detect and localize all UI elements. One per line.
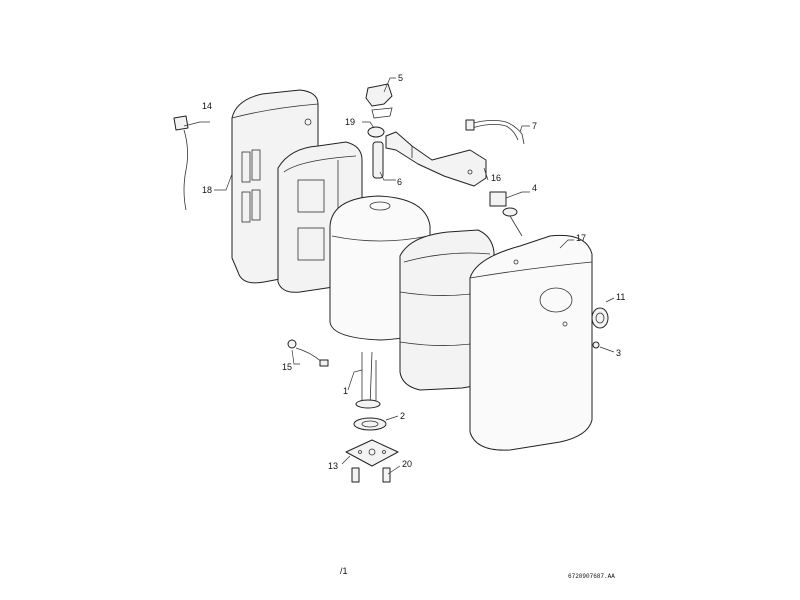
callout-17: 17 (576, 233, 586, 243)
callout-20: 20 (402, 459, 412, 469)
thermostat-unit (489, 191, 523, 237)
page-mark: /1 (340, 566, 348, 576)
callout-4: 4 (532, 183, 537, 193)
callout-14: 14 (202, 101, 212, 111)
thermostat-assembly (365, 83, 393, 119)
leader-lines (183, 77, 615, 475)
drawing-code: 6720907687.AA (568, 573, 615, 580)
callout-1: 1 (343, 386, 348, 396)
callout-18: 18 (202, 185, 212, 195)
callout-13: 13 (328, 461, 338, 471)
callout-16: 16 (491, 173, 501, 183)
mounting-bracket (385, 131, 487, 187)
callout-numbers: 14 18 5 19 6 7 16 4 17 11 3 15 1 2 13 20 (202, 73, 625, 471)
gasket (353, 417, 387, 431)
sensor-cable (287, 339, 329, 367)
callout-5: 5 (398, 73, 403, 83)
callout-3: 3 (616, 348, 621, 358)
power-cable (173, 115, 189, 211)
anode-rod (372, 141, 384, 179)
callout-19: 19 (345, 117, 355, 127)
cable-harness (465, 119, 525, 145)
front-casing (469, 234, 593, 451)
callout-2: 2 (400, 411, 405, 421)
indicator-lamp (592, 341, 600, 349)
top-fitting (367, 126, 385, 138)
control-knob (591, 307, 609, 329)
callout-15: 15 (282, 362, 292, 372)
callout-7: 7 (532, 121, 537, 131)
callout-6: 6 (397, 177, 402, 187)
flange-plate (345, 439, 399, 467)
pipe-connectors (351, 467, 391, 483)
callout-11: 11 (616, 292, 625, 302)
heating-element (355, 351, 381, 409)
